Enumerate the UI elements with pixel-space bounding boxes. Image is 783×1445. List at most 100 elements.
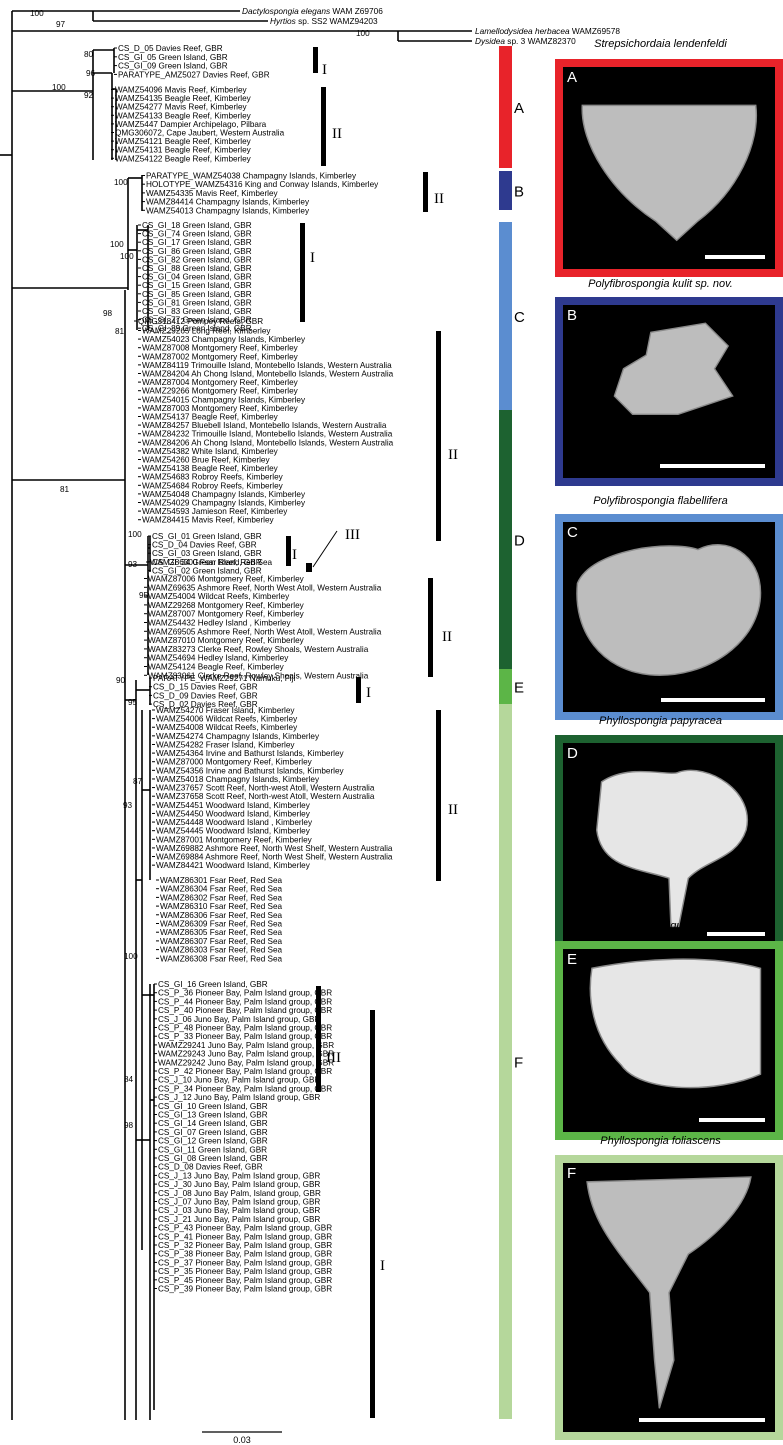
tip-label: WAMZ54335 Mavis Reef, Kimberley: [146, 189, 279, 198]
sponge-specimen-shape: [590, 959, 760, 1087]
photo-panel-A: A: [555, 59, 783, 277]
subclade-label: II: [442, 629, 452, 645]
subclade-pointer: [313, 531, 337, 567]
tip-label: WAMZ86301 Fsar Reef, Red Sea: [160, 876, 283, 885]
subclade-bar: [300, 223, 305, 322]
subclade-label: I: [322, 62, 327, 78]
tip-label: WAMZ86309 Fsar Reef, Red Sea: [160, 920, 283, 929]
tip-label: CS_P_41 Pioneer Bay, Palm Island group, …: [158, 1232, 332, 1241]
outgroup-label: Dactylospongia elegans WAM Z69706: [242, 6, 383, 16]
clade-letter-A: A: [514, 100, 524, 117]
support-value: 100: [356, 29, 370, 38]
support-value: 95: [128, 698, 138, 707]
tip-label: CS_D_05 Davies Reef, GBR: [118, 44, 223, 53]
subclade-label: I: [310, 250, 315, 266]
tip-label: CS_P_48 Pioneer Bay, Palm Island group, …: [158, 1024, 332, 1033]
tip-label: WAMZ86305 Fsar Reef, Red Sea: [160, 928, 283, 937]
tip-label: CS_P_36 Pioneer Bay, Palm Island group, …: [158, 989, 332, 998]
support-value: 98: [124, 1121, 134, 1130]
subclade-label: II: [448, 447, 458, 463]
subclade-bar: [436, 710, 441, 881]
tip-label: WAMZ86302 Fsar Reef, Red Sea: [160, 893, 283, 902]
support-value: 100: [128, 530, 142, 539]
clade-letter-B: B: [514, 184, 524, 201]
photo-scale-bar: [699, 1118, 765, 1122]
tip-label: CS_GI_13 Green Island, GBR: [158, 1111, 268, 1120]
sponge-specimen-image: [563, 1163, 775, 1432]
subclade-label: II: [434, 191, 444, 207]
support-value: 81: [60, 485, 70, 494]
subclade-bar: [356, 677, 361, 703]
tip-label: QMG318412 Pompey Reefs, GBR: [138, 317, 263, 326]
photo-panel-B: B: [555, 297, 783, 486]
tip-label: WAMZ54432 Hedley Island , Kimberley: [148, 619, 291, 628]
support-value: 93: [128, 560, 138, 569]
photo-panel-F: F: [555, 1155, 783, 1440]
sponge-specimen-shape: [587, 1177, 751, 1408]
photo-title-C: Polyfibrospongia flabellifera: [538, 495, 783, 507]
tip-label: CS_J_06 Juno Bay, Palm Island group, GBR: [158, 1015, 320, 1024]
tip-label: PARATYPE_AMZ5027 Davies Reef, GBR: [118, 70, 270, 79]
tip-label: WAMZ54122 Beagle Reef, Kimberley: [115, 154, 252, 163]
sponge-specimen-image: [563, 743, 775, 946]
subclade-marker: [306, 563, 312, 572]
tip-label: CS_J_07 Juno Bay, Palm Island group, GBR: [158, 1198, 320, 1207]
subclade-bar: [428, 578, 433, 677]
photo-scale-bar: [707, 932, 765, 936]
tip-label: CS_GI_07 Green Island, GBR: [158, 1128, 268, 1137]
tip-label: CS_P_39 Pioneer Bay, Palm Island group, …: [158, 1285, 332, 1294]
subclade-label: III: [345, 527, 360, 543]
tip-label: CS_J_12 Juno Bay, Palm Island group, GBR: [158, 1093, 320, 1102]
clade-letter-C: C: [514, 309, 525, 326]
clade-letter-E: E: [514, 680, 524, 697]
clade-letter-D: D: [514, 533, 525, 550]
tip-label: WAMZ29241 Juno Bay, Palm Island group, G…: [158, 1041, 334, 1050]
tip-label: WAMZ54124 Beagle Reef, Kimberley: [148, 663, 285, 672]
tip-label: CS_P_44 Pioneer Bay, Palm Island group, …: [158, 997, 332, 1006]
photo-title-B: Polyfibrospongia kulit sp. nov.: [538, 278, 783, 290]
tip-label: CS_P_34 Pioneer Bay, Palm Island group, …: [158, 1084, 332, 1093]
tip-label: WAMZ86304 Fsar Reef, Red Sea: [160, 885, 283, 894]
tip-label: PARATYPE_WAMZ54038 Champagny Islands, Ki…: [146, 172, 357, 181]
subclade-label: I: [366, 685, 371, 701]
subclade-label: II: [332, 126, 342, 142]
support-value: 100: [110, 240, 124, 249]
sponge-specimen-image: [563, 949, 775, 1132]
sponge-specimen-shape: [577, 545, 761, 675]
tip-label: WAMZ86310 Fsar Reef, Red Sea: [160, 902, 283, 911]
support-value: 98: [103, 309, 113, 318]
tip-label: CS_D_09 Davies Reef, GBR: [153, 691, 258, 700]
tip-label: CS_GI_05 Green Island, GBR: [118, 53, 228, 62]
subclade-bar: [313, 47, 318, 73]
tip-label: WAMZ69505 Ashmore Reef, North West Atoll…: [148, 627, 382, 636]
subclade-label: II: [448, 802, 458, 818]
support-value: 93: [123, 801, 133, 810]
photo-letter-D: D: [567, 745, 578, 762]
tip-label: WAMZ29243 Juno Bay, Palm Island group, G…: [158, 1050, 334, 1059]
photo-letter-E: E: [567, 951, 577, 968]
tip-label: CS_GI_16 Green Island, GBR: [158, 980, 268, 989]
photo-letter-A: A: [567, 69, 577, 86]
tip-label: WAMZ87006 Montgomery Reef, Kimberley: [148, 575, 305, 584]
support-value: 100: [120, 252, 134, 261]
support-value: 97: [56, 20, 66, 29]
photo-letter-F: F: [567, 1165, 576, 1182]
tip-label: WAMZ86306 Fsar Reef, Red Sea: [160, 911, 283, 920]
tip-label: CS_P_38 Pioneer Bay, Palm Island group, …: [158, 1250, 332, 1259]
photo-title-A: Strepsichordaia lendenfeldi: [538, 38, 783, 50]
tip-label: CS_J_03 Juno Bay, Palm Island group, GBR: [158, 1206, 320, 1215]
sponge-specimen-image: [563, 522, 775, 712]
clade-bar-A: [499, 46, 512, 168]
support-value: 100: [114, 178, 128, 187]
subclade-label: III: [326, 1050, 341, 1066]
subclade-bar: [370, 1010, 375, 1418]
clade-letter-F: F: [514, 1055, 523, 1072]
tip-label: CS_J_13 Juno Bay, Palm Island group, GBR: [158, 1171, 320, 1180]
tip-label: CS_D_15 Davies Reef, GBR: [153, 683, 258, 692]
photo-letter-C: C: [567, 524, 578, 541]
tip-label: CS_J_08 Juno Bay Palm, Island group, GBR: [158, 1189, 321, 1198]
tip-label: CS_J_10 Juno Bay, Palm Island group, GBR: [158, 1076, 320, 1085]
tip-label: WAMZ29242 Juno Bay, Palm Island group, G…: [158, 1058, 334, 1067]
support-value: 95: [139, 591, 149, 600]
tip-label: WAMZ86308 Fsar Reef, Red Sea: [160, 954, 283, 963]
